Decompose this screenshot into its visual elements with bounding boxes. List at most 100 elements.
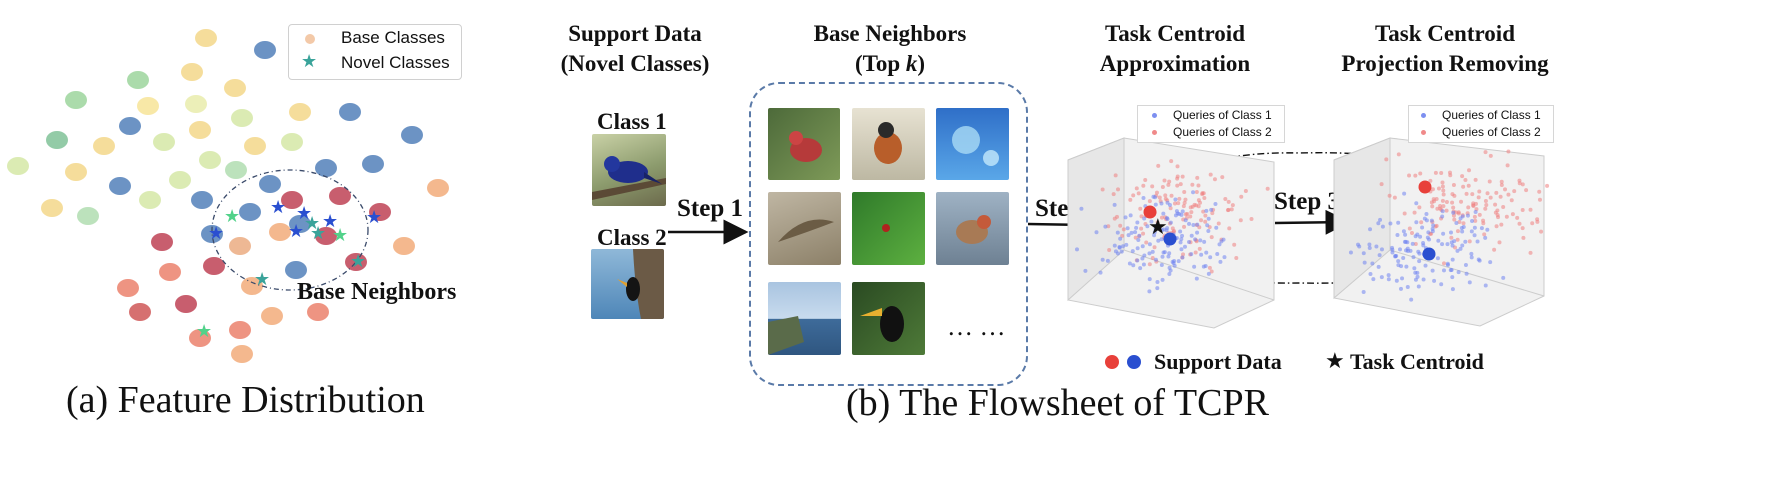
query-point	[1194, 276, 1199, 281]
neighbor-image-toucan	[852, 282, 925, 355]
query-point	[1445, 242, 1450, 247]
query-point	[1206, 228, 1211, 233]
query-point	[1371, 277, 1376, 282]
query-point	[1416, 249, 1421, 254]
query-point	[1521, 235, 1526, 240]
query-point	[1424, 212, 1429, 217]
feature-cluster	[281, 133, 303, 151]
query-point	[1135, 258, 1140, 263]
query-point	[1182, 224, 1187, 229]
query-point	[1217, 242, 1222, 247]
feature-cluster	[339, 103, 361, 121]
query-point	[1112, 216, 1117, 221]
query-point	[1083, 268, 1088, 273]
query-point	[1131, 263, 1136, 268]
query-point	[1422, 216, 1427, 221]
query-point	[1467, 280, 1472, 285]
query-point	[1112, 243, 1117, 248]
query-point	[1182, 244, 1187, 249]
query-point	[1419, 220, 1424, 225]
query-point	[1400, 276, 1405, 281]
query-point	[1149, 219, 1154, 224]
feature-cluster	[285, 261, 307, 279]
query-point	[1128, 213, 1133, 218]
feature-cluster	[315, 159, 337, 177]
query-point	[1191, 223, 1196, 228]
novel-class-star: ★	[196, 321, 212, 341]
query-point	[1167, 272, 1172, 277]
query-point	[1367, 246, 1372, 251]
query-point	[1414, 220, 1419, 225]
query-point	[1440, 184, 1445, 189]
query-point	[1100, 187, 1105, 192]
query-point	[1180, 255, 1185, 260]
query-point	[1150, 184, 1155, 189]
feature-cluster	[185, 95, 207, 113]
query-point	[1477, 212, 1482, 217]
query-point	[1155, 286, 1160, 291]
query-point	[1119, 249, 1124, 254]
query-class1-label: Queries of Class 1	[1173, 108, 1272, 122]
class-2-bird-image	[591, 249, 664, 319]
query-point	[1121, 244, 1126, 249]
query-point	[1171, 261, 1176, 266]
query-point	[1510, 212, 1515, 217]
feature-cluster	[127, 71, 149, 89]
feature-cluster	[225, 161, 247, 179]
query-point	[1418, 171, 1423, 176]
base-classes-label: Base Classes	[341, 28, 445, 47]
query-point	[1457, 220, 1462, 225]
query-point	[1147, 199, 1152, 204]
query-point	[1367, 242, 1372, 247]
feature-cluster	[241, 277, 263, 295]
feature-cluster	[244, 137, 266, 155]
query-class2-marker	[1152, 130, 1157, 135]
query-point	[1173, 197, 1178, 202]
query-point	[1166, 254, 1171, 259]
query-point	[1403, 232, 1408, 237]
query-point	[1105, 258, 1110, 263]
query-point	[1239, 194, 1244, 199]
feature-cluster	[203, 257, 225, 275]
query-point	[1113, 173, 1118, 178]
query-point	[1229, 207, 1234, 212]
query-point	[1194, 189, 1199, 194]
query-point	[1459, 225, 1464, 230]
feature-cluster	[401, 126, 423, 144]
novel-class-star: ★	[366, 207, 382, 227]
neighbor-image-sparrow-flight	[768, 192, 841, 265]
query-point	[1438, 204, 1443, 209]
query-class1-label: Queries of Class 1	[1442, 108, 1541, 122]
query-point	[1506, 192, 1511, 197]
query-point	[1384, 157, 1389, 162]
query-point	[1204, 208, 1209, 213]
query-point	[1201, 209, 1206, 214]
query-point	[1520, 226, 1525, 231]
query-point	[1444, 208, 1449, 213]
query-point	[1452, 217, 1457, 222]
novel-class-star: ★	[322, 211, 338, 231]
query-point	[1460, 243, 1465, 248]
query-point	[1150, 255, 1155, 260]
neighbor-image-jellyfish	[936, 108, 1009, 180]
query-point	[1455, 237, 1460, 242]
query-point	[1179, 237, 1184, 242]
feature-cluster	[231, 109, 253, 127]
query-point	[1441, 188, 1446, 193]
query-point	[1156, 163, 1161, 168]
query-point	[1473, 201, 1478, 206]
query-point	[1451, 205, 1456, 210]
feature-cluster	[191, 191, 213, 209]
query-point	[1399, 264, 1404, 269]
plot3-legend: Queries of Class 1 Queries of Class 2	[1408, 105, 1554, 143]
support-data-legend-label: Support Data	[1154, 349, 1282, 374]
query-point	[1421, 277, 1426, 282]
query-point	[1374, 244, 1379, 249]
query-point	[1528, 250, 1533, 255]
query-point	[1467, 239, 1472, 244]
query-point	[1370, 261, 1375, 266]
query-point	[1413, 277, 1418, 282]
query-point	[1201, 264, 1206, 269]
panel-a-legend: Base Classes ★ Novel Classes	[288, 24, 462, 80]
query-point	[1460, 174, 1465, 179]
